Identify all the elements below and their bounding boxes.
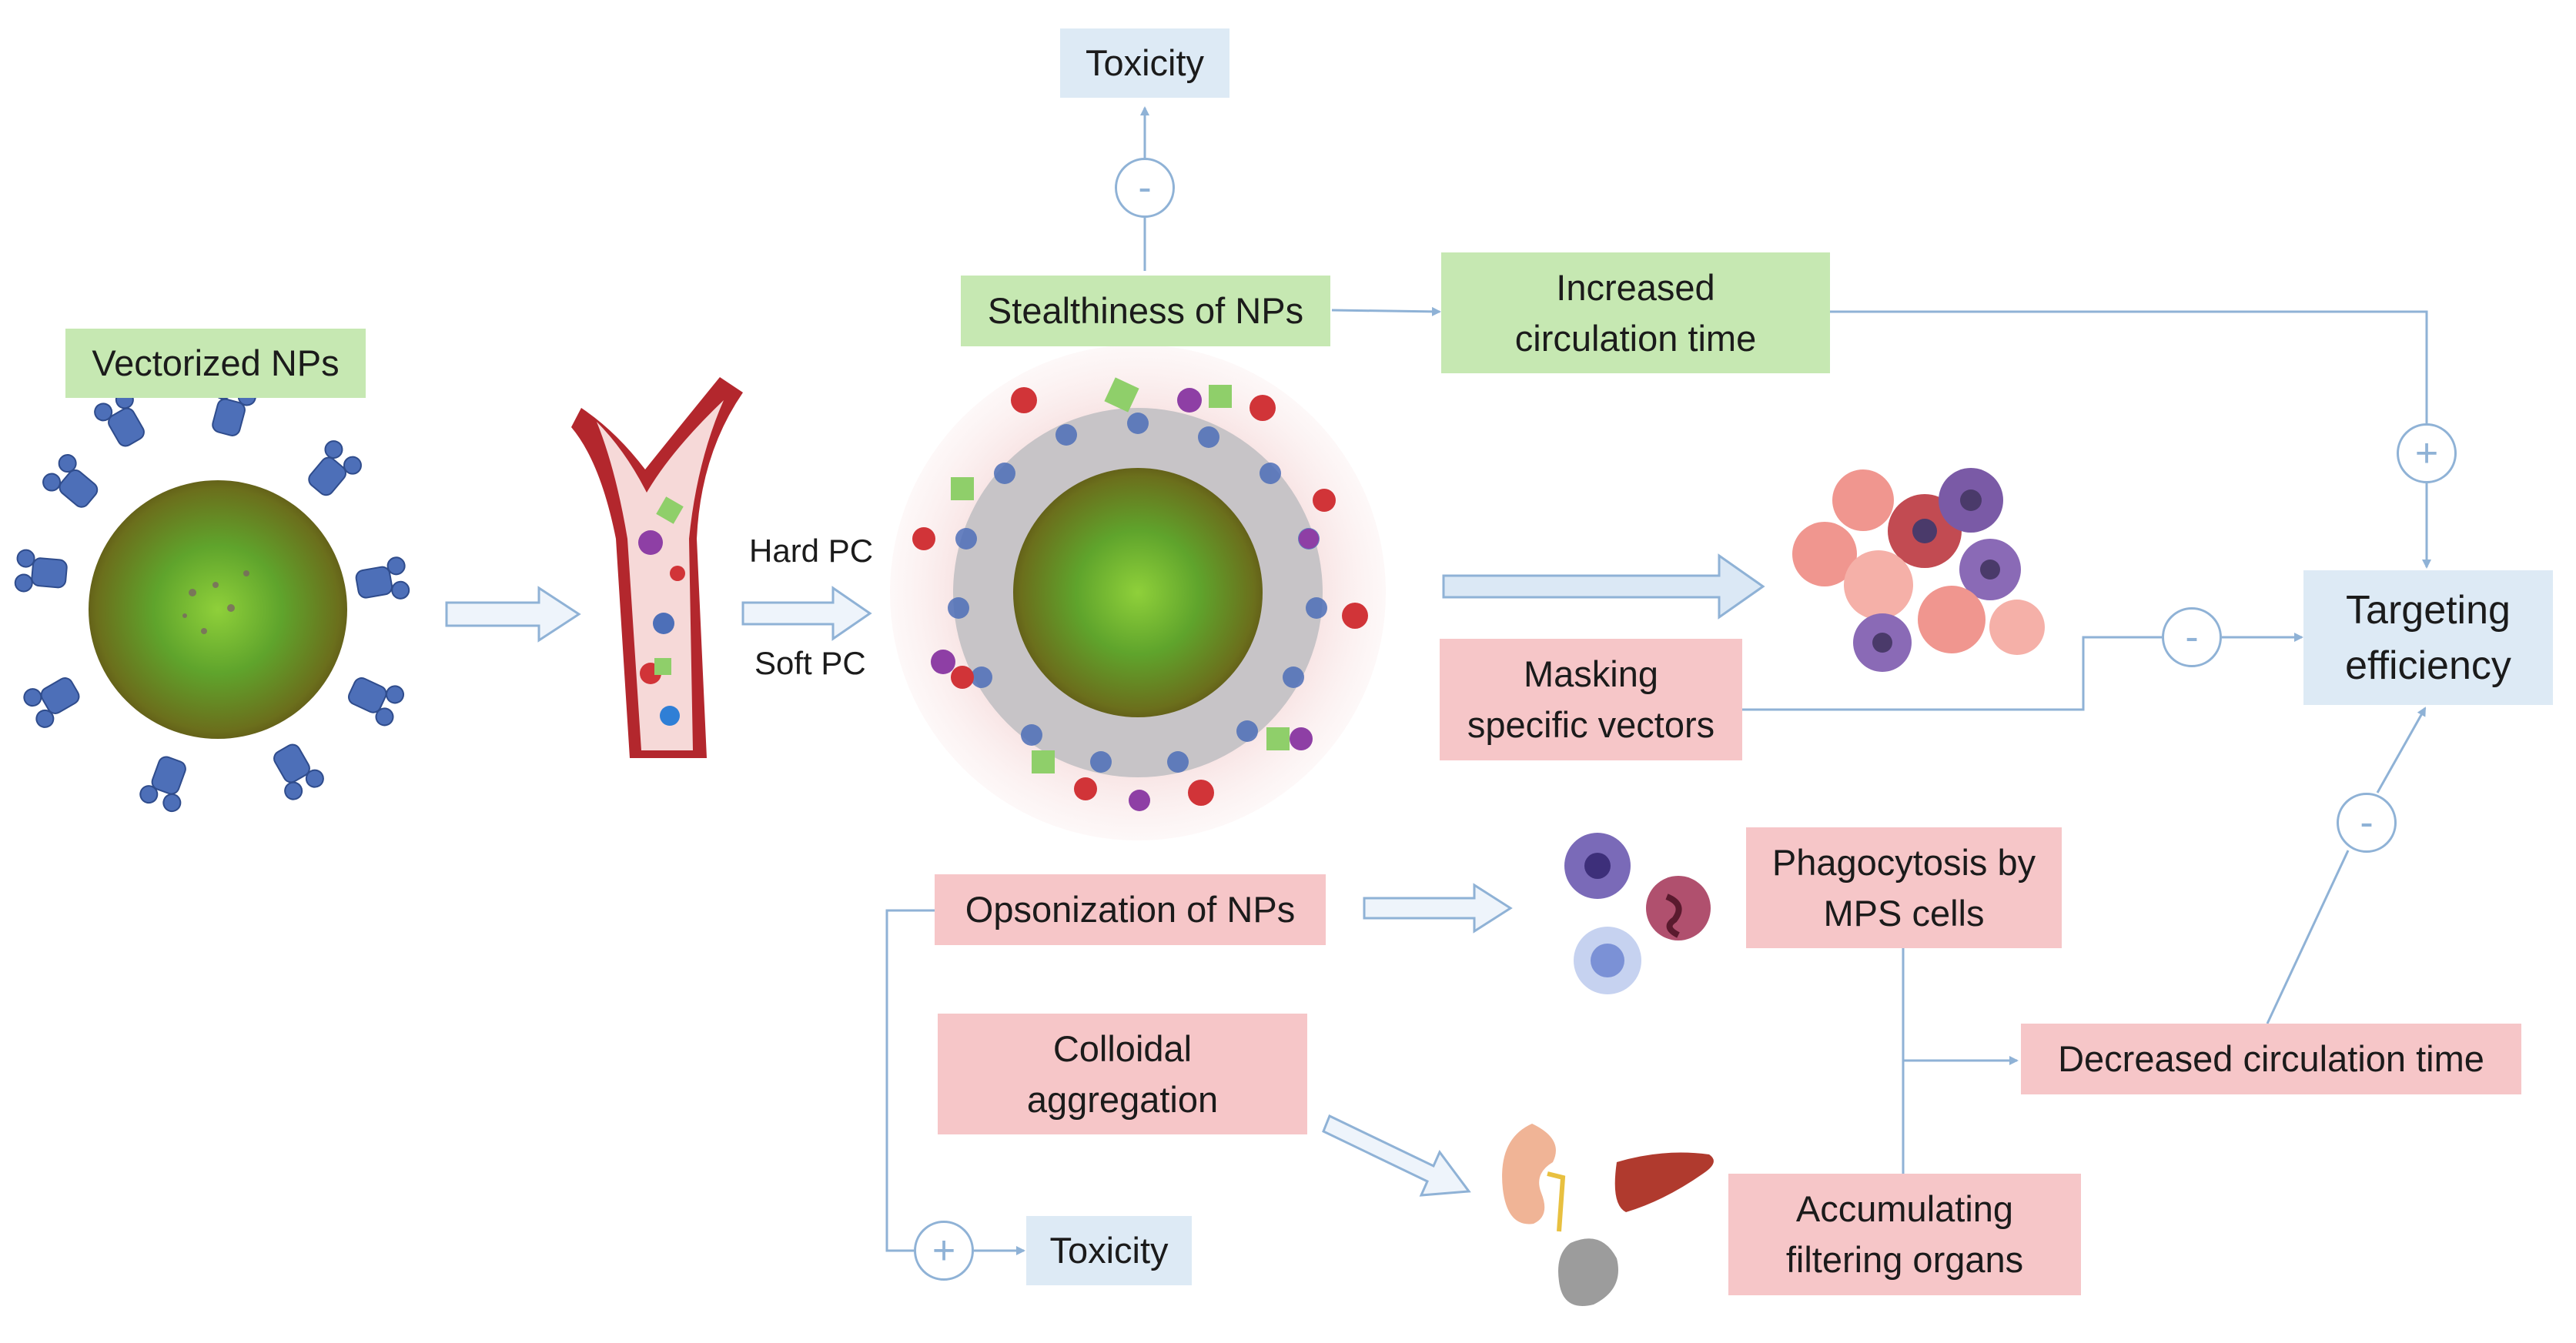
coated-nanoparticle-icon (890, 345, 1386, 840)
masking-to-minus-line (1742, 636, 2162, 711)
accumulating-organs-label: Accumulating filtering organs (1728, 1174, 2081, 1295)
plus-sign-icon: + (914, 1221, 974, 1281)
arrow-np-to-vessel (445, 586, 581, 643)
masking-vectors-label: Masking specific vectors (1440, 639, 1742, 760)
arrow-vessel-to-corona (741, 586, 872, 641)
blood-vessel-icon (571, 377, 743, 758)
tumor-cells-icon (1792, 468, 2045, 672)
soft-pc-label: Soft PC (754, 645, 866, 681)
arrow-corona-to-tumor (1442, 553, 1765, 620)
decreased-circulation-label: Decreased circulation time (2021, 1024, 2521, 1094)
minus-sign-icon: - (2337, 793, 2397, 853)
plus-sign-icon: + (2397, 423, 2457, 483)
stealth-to-increased-line (1331, 306, 1441, 316)
block-arrows (445, 553, 1765, 1197)
liver-icon (1614, 1152, 1714, 1212)
kidney-icon (1502, 1124, 1566, 1232)
toxicity-top-label: Toxicity (1060, 28, 1229, 98)
vectorized-nps-label: Vectorized NPs (65, 329, 366, 398)
colloidal-aggregation-label: Colloidal aggregation (938, 1014, 1307, 1134)
arrow-colloidal-to-organs (1322, 1114, 1471, 1197)
minus-sign-icon: - (2162, 607, 2222, 667)
targeting-efficiency-label: Targeting efficiency (2303, 570, 2553, 705)
opsonization-label: Opsonization of NPs (935, 874, 1326, 945)
increased-to-plus-line (1830, 310, 2428, 423)
minus-to-targeting-line-2 (2376, 707, 2427, 793)
immune-cells-icon (1564, 833, 1711, 994)
phagocytosis-label: Phagocytosis by MPS cells (1746, 827, 2062, 948)
spleen-icon (1558, 1238, 1618, 1306)
arrow-opsonization-to-cells (1363, 883, 1513, 934)
stealthiness-label: Stealthiness of NPs (961, 276, 1330, 346)
decreased-to-minus-line (2266, 850, 2350, 1024)
nanoparticle-icon (14, 381, 410, 813)
increased-circulation-label: Increased circulation time (1441, 252, 1830, 373)
minus-sign-icon: - (1115, 158, 1175, 218)
toxicity-bottom-label: Toxicity (1026, 1216, 1192, 1285)
connectors (885, 106, 2431, 1255)
opsonization-to-plus-line (885, 909, 935, 1252)
hard-pc-label: Hard PC (749, 533, 874, 569)
